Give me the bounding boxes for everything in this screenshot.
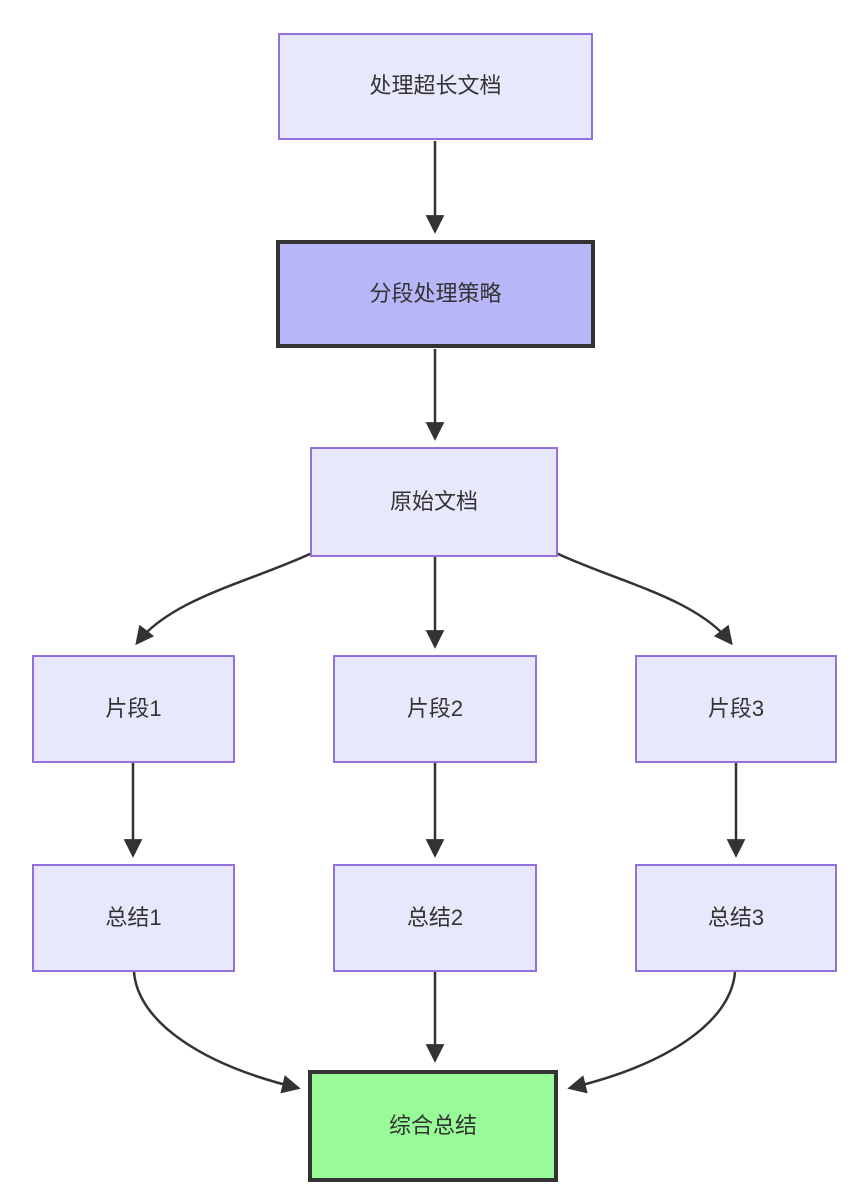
node-label: 处理超长文档 <box>369 73 502 99</box>
node-original-doc: 原始文档 <box>310 447 558 557</box>
node-label: 片段1 <box>105 695 162 721</box>
node-segmentation-strategy: 分段处理策略 <box>276 240 595 348</box>
node-label: 总结2 <box>406 904 464 930</box>
node-summary-3: 总结3 <box>635 864 837 972</box>
node-label: 总结1 <box>105 904 162 930</box>
edge-sum3-to-final <box>567 971 737 1094</box>
node-summary-1: 总结1 <box>32 864 235 972</box>
edge-source-to-frag1 <box>135 551 313 646</box>
node-fragment-2: 片段2 <box>333 655 537 763</box>
node-label: 原始文档 <box>389 488 478 514</box>
node-summary-2: 总结2 <box>333 864 537 972</box>
edge-source-to-frag3 <box>555 551 733 646</box>
node-final-summary: 综合总结 <box>308 1070 558 1182</box>
node-fragment-3: 片段3 <box>635 655 837 763</box>
node-label: 片段2 <box>406 695 464 721</box>
edge-sum1-to-final <box>132 971 301 1094</box>
node-label: 综合总结 <box>388 1112 477 1138</box>
node-label: 片段3 <box>707 695 765 721</box>
node-label: 分段处理策略 <box>369 280 502 306</box>
node-process-long-doc: 处理超长文档 <box>278 33 593 140</box>
node-fragment-1: 片段1 <box>32 655 235 763</box>
node-label: 总结3 <box>707 904 765 930</box>
